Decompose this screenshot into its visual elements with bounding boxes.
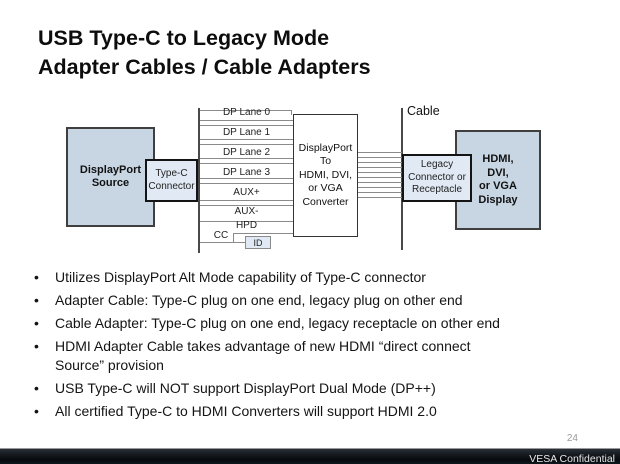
cable-wire	[358, 167, 402, 168]
page-number: 24	[566, 433, 578, 444]
displayport-source-box: DisplayPort Source	[66, 127, 155, 227]
hpd-wire	[233, 233, 293, 234]
title-line-1: USB Type-C to Legacy Mode	[38, 26, 330, 50]
wire	[200, 200, 293, 201]
hpd-wire-jog	[233, 233, 234, 243]
signal-label-dp-lane-1: DP Lane 1	[222, 127, 271, 138]
signal-label-dp-lane-2: DP Lane 2	[222, 147, 271, 158]
bullet-item: Cable Adapter: Type-C plug on one end, l…	[33, 314, 591, 333]
cable-wire	[358, 152, 402, 153]
wire	[200, 120, 293, 121]
signal-label-cc: CC	[213, 230, 229, 241]
cable-wire	[358, 182, 402, 183]
footer-bar: VESA Confidential	[0, 448, 620, 464]
adapter-diagram: DisplayPort Source Type-C Connector Disp…	[66, 104, 541, 253]
cable-label: Cable	[407, 104, 440, 118]
bullet-item: Utilizes DisplayPort Alt Mode capability…	[33, 268, 591, 287]
cable-wire	[358, 187, 402, 188]
bullet-item: USB Type-C will NOT support DisplayPort …	[33, 379, 591, 398]
signal-label-aux-plus: AUX+	[233, 187, 260, 198]
type-c-pin-bar	[198, 108, 200, 253]
bullet-item: All certified Type-C to HDMI Converters …	[33, 402, 591, 421]
cable-wire	[358, 157, 402, 158]
wire	[200, 163, 293, 164]
confidential-label: VESA Confidential	[529, 453, 615, 464]
cable-wire	[358, 177, 402, 178]
converter-box: DisplayPort To HDMI, DVI, or VGA Convert…	[293, 114, 358, 237]
signal-label-hpd: HPD	[235, 220, 258, 231]
id-chip-box: ID	[245, 236, 271, 249]
wire	[291, 110, 292, 115]
cable-wire	[358, 197, 402, 198]
wire	[200, 178, 293, 179]
wire	[200, 125, 293, 126]
legacy-connector-box: Legacy Connector or Receptacle	[402, 154, 472, 202]
signal-label-dp-lane-0: DP Lane 0	[222, 107, 271, 118]
type-c-connector-box: Type-C Connector	[145, 159, 198, 202]
wire	[200, 183, 293, 184]
wire	[200, 221, 293, 222]
cable-wire	[358, 162, 402, 163]
signal-label-aux-minus: AUX-	[234, 206, 259, 217]
signal-label-dp-lane-3: DP Lane 3	[222, 167, 271, 178]
wire	[200, 144, 293, 145]
bullet-item: HDMI Adapter Cable takes advantage of ne…	[33, 337, 591, 374]
bullet-item: Adapter Cable: Type-C plug on one end, l…	[33, 291, 591, 310]
wire	[200, 110, 291, 111]
title-line-2: Adapter Cables / Cable Adapters	[38, 55, 371, 79]
wire	[200, 158, 293, 159]
cc-wire	[200, 242, 245, 243]
cable-wire	[358, 172, 402, 173]
bullet-list: Utilizes DisplayPort Alt Mode capability…	[33, 268, 591, 425]
wire	[200, 205, 293, 206]
cable-wire	[358, 192, 402, 193]
wire	[200, 139, 293, 140]
